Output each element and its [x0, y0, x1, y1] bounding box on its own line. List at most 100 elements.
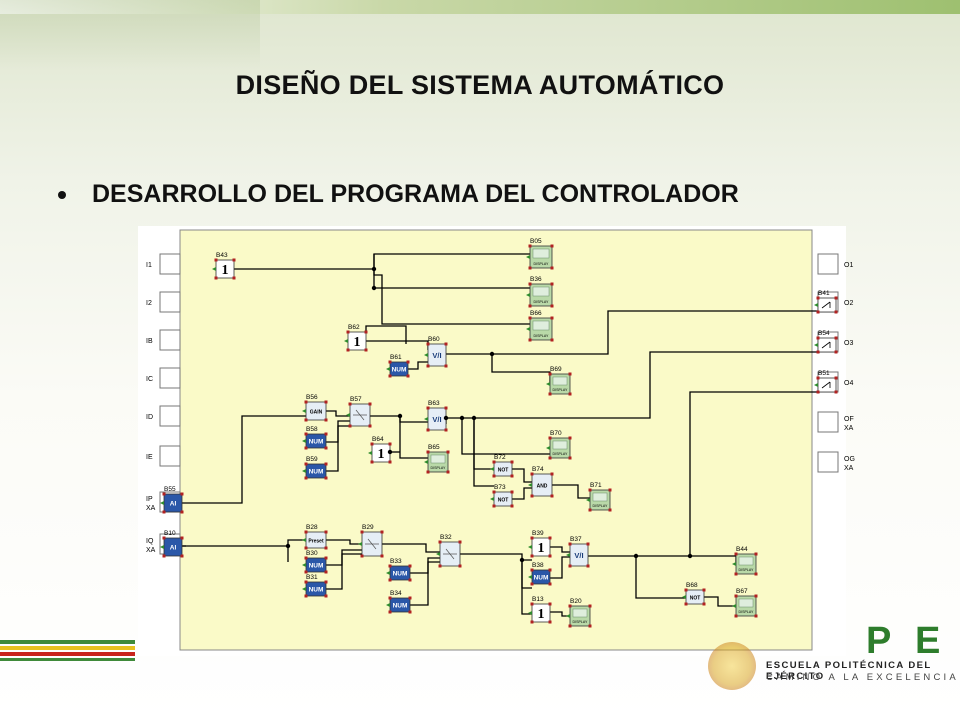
block-corner-dot: [162, 492, 166, 496]
block-corner-dot: [180, 554, 184, 558]
block-corner-dot: [368, 424, 372, 428]
block-symbol-text: V/I: [432, 351, 441, 360]
block-corner-dot: [528, 316, 532, 320]
block-symbol-text: V/I: [432, 415, 441, 424]
block-id-label: B51: [818, 370, 830, 377]
block-corner-dot: [388, 578, 392, 582]
block-corner-dot: [162, 510, 166, 514]
block-corner-dot: [550, 316, 554, 320]
block-corner-dot: [568, 392, 572, 396]
input-label: ID: [146, 414, 153, 421]
block-symbol-text: V/I: [574, 551, 583, 560]
relay-contact-icon: [821, 301, 831, 309]
block-corner-dot: [548, 536, 552, 540]
block-corner-dot: [408, 578, 412, 582]
block-corner-dot: [232, 276, 236, 280]
block-corner-dot: [530, 568, 534, 572]
flag-stripe-yellow: [0, 646, 135, 650]
block-corner-dot: [214, 258, 218, 262]
wire-segment: [550, 556, 570, 579]
block-corner-dot: [438, 564, 442, 568]
block-input-pin: [528, 483, 532, 487]
block-corner-dot: [388, 442, 392, 446]
block-corner-dot: [426, 364, 430, 368]
block-input-pin: [526, 255, 530, 259]
wire-segment: [550, 546, 570, 553]
output-label: O2: [844, 300, 853, 307]
block-corner-dot: [754, 614, 758, 618]
block-corner-dot: [214, 276, 218, 280]
display-screen: [738, 598, 754, 608]
block-symbol-text: AI: [170, 545, 177, 552]
block-corner-dot: [438, 540, 442, 544]
block-corner-dot: [684, 588, 688, 592]
block-corner-dot: [492, 460, 496, 464]
block-id-label: B68: [686, 582, 698, 589]
block-input-pin: [566, 553, 570, 557]
block-symbol-text: DISPLAY: [534, 262, 550, 266]
block-corner-dot: [568, 456, 572, 460]
block-id-label: B36: [530, 276, 542, 283]
display-screen: [532, 248, 550, 259]
block-corner-dot: [162, 554, 166, 558]
input-label: I1: [146, 262, 152, 269]
block-corner-dot: [550, 304, 554, 308]
block-symbol-text: Preset: [308, 539, 324, 545]
block-corner-dot: [548, 620, 552, 624]
wire-junctions: [285, 266, 693, 563]
slide-title: DISEÑO DEL SISTEMA AUTOMÁTICO: [235, 70, 725, 100]
block-input-pin: [386, 603, 390, 607]
block-corner-dot: [444, 406, 448, 410]
block-id-label: B56: [306, 394, 318, 401]
input-terminal-box: [159, 367, 181, 389]
block-input-pin: [436, 552, 440, 556]
block-corner-dot: [550, 282, 554, 286]
block-corner-dot: [734, 572, 738, 576]
block-corner-dot: [388, 460, 392, 464]
block-input-pin: [528, 545, 532, 549]
block-corner-dot: [360, 554, 364, 558]
block-corner-dot: [388, 596, 392, 600]
block-id-label: B13: [532, 596, 544, 603]
block-corner-dot: [408, 596, 412, 600]
block-corner-dot: [426, 470, 430, 474]
block-b57: B57: [346, 396, 372, 428]
block-symbol-text: NOT: [498, 468, 509, 474]
block-corner-dot: [324, 594, 328, 598]
block-input-pin: [814, 303, 818, 307]
block-corner-dot: [370, 442, 374, 446]
block-body: [817, 377, 837, 393]
block-input-pin: [586, 498, 590, 502]
block-id-label: B54: [818, 330, 830, 337]
block-input-pin: [212, 267, 216, 271]
block-corner-dot: [346, 348, 350, 352]
block-corner-dot: [510, 490, 514, 494]
block-corner-dot: [608, 508, 612, 512]
wire-segment: [326, 553, 362, 590]
block-corner-dot: [548, 582, 552, 586]
block-corner-dot: [324, 400, 328, 404]
block-corner-dot: [530, 536, 534, 540]
block-id-label: B64: [372, 436, 384, 443]
logo-letter-e: E: [915, 620, 941, 662]
block-corner-dot: [834, 350, 838, 354]
wire-segment: [689, 391, 820, 556]
block-corner-dot: [548, 436, 552, 440]
block-symbol-text: DISPLAY: [553, 452, 569, 456]
block-corner-dot: [324, 580, 328, 584]
block-corner-dot: [734, 594, 738, 598]
display-screen: [552, 440, 568, 450]
output-label: O4: [844, 380, 853, 387]
block-corner-dot: [754, 594, 758, 598]
block-corner-dot: [530, 582, 534, 586]
block-symbol-text: NUM: [309, 469, 324, 476]
logo-motto: CAMINO A LA EXCELENCIA: [766, 672, 959, 683]
block-corner-dot: [548, 602, 552, 606]
